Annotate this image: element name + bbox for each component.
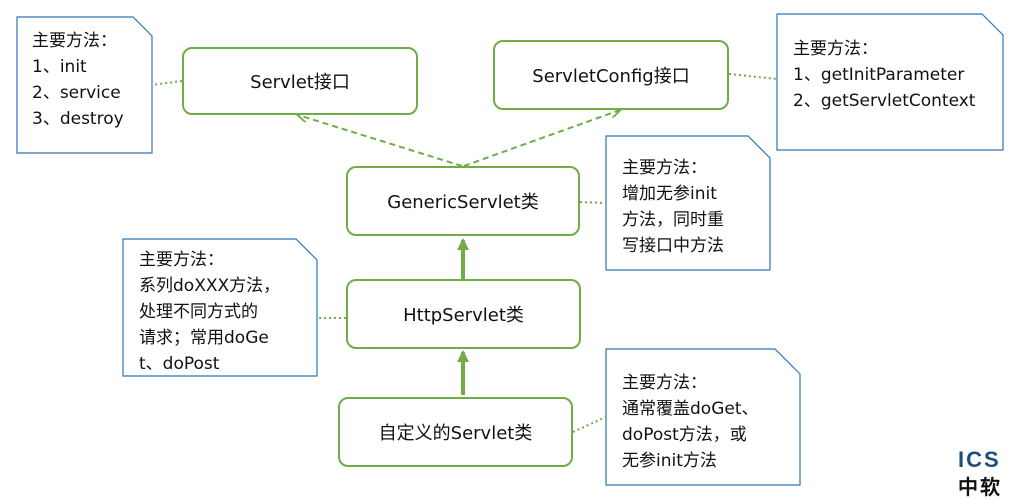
servlet-config-interface-label: ServletConfig接口: [532, 66, 690, 87]
note-shape-servlet: [16, 16, 153, 154]
generic-servlet-class-label: GenericServlet类: [387, 192, 539, 213]
custom-servlet-class-node: 自定义的Servlet类: [338, 397, 573, 467]
note-shape-generic-servlet: [605, 135, 771, 271]
arrow-generic-to-servlet-config: [463, 110, 620, 167]
http-servlet-methods-note: 主要方法： 系列doXXX方法， 处理不同方式的 请求；常用doGe t、doP…: [139, 250, 281, 374]
note-shape-http-servlet: [122, 238, 318, 377]
custom-servlet-methods-note: 主要方法： 通常覆盖doGet、 doPost方法，或 无参init方法: [622, 373, 759, 471]
ics-logo-mark: ICS: [958, 447, 1001, 472]
connector-servlet-config-note: [728, 73, 778, 80]
servlet-interface-node: Servlet接口: [182, 47, 418, 115]
connector-generic-servlet-note: [579, 201, 607, 204]
arrow-generic-to-servlet: [298, 115, 463, 167]
generic-servlet-methods-note: 主要方法： 增加无参init 方法，同时重 写接口中方法: [622, 158, 724, 256]
connector-servlet-note: [151, 80, 183, 86]
http-servlet-class-label: HttpServlet类: [403, 305, 524, 326]
connector-custom-servlet-note: [572, 416, 607, 433]
servlet-config-interface-node: ServletConfig接口: [493, 40, 729, 110]
http-servlet-class-node: HttpServlet类: [346, 279, 581, 349]
servlet-config-methods-note: 主要方法： 1、getInitParameter 2、getServletCon…: [793, 39, 976, 111]
note-shape-custom-servlet: [605, 348, 801, 486]
servlet-methods-note: 主要方法： 1、init 2、service 3、destroy: [32, 31, 124, 129]
note-shape-servlet-config: [776, 13, 1004, 151]
servlet-interface-label: Servlet接口: [250, 72, 350, 93]
generic-servlet-class-node: GenericServlet类: [346, 166, 580, 236]
custom-servlet-class-label: 自定义的Servlet类: [378, 423, 533, 444]
ics-logo: ICS 中软: [958, 447, 1015, 499]
ics-logo-text: 中软: [958, 475, 1002, 499]
